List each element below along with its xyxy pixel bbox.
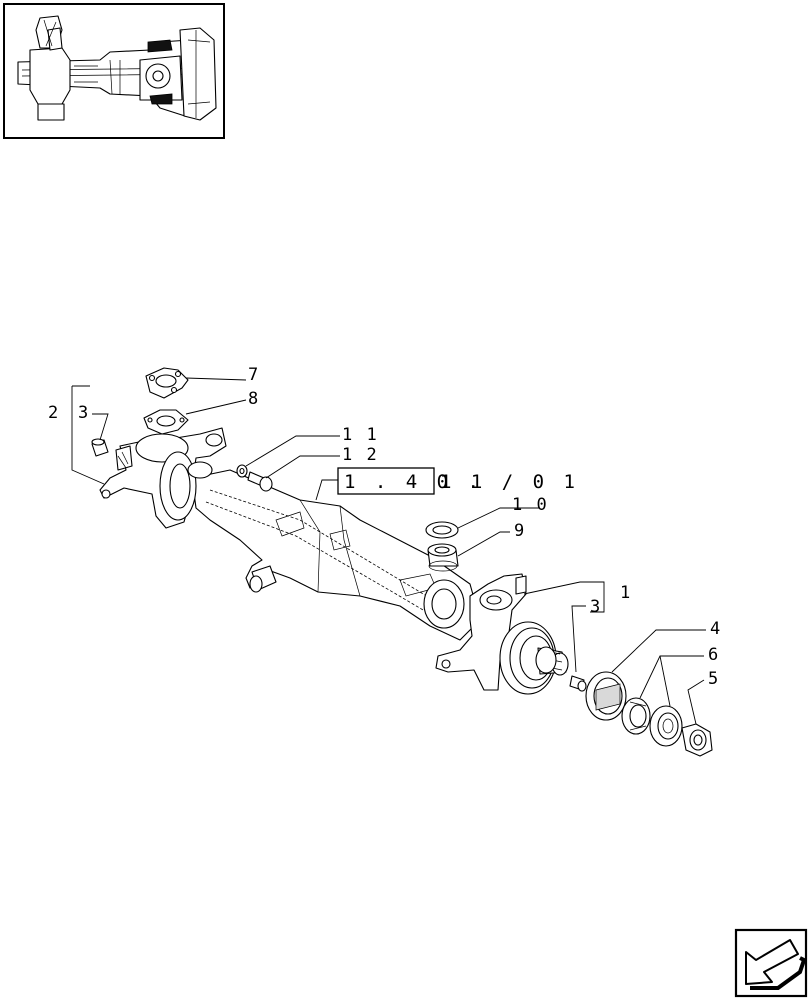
bolt-part-12 — [247, 471, 273, 492]
label-10: 1 0 — [512, 495, 549, 515]
nut-part-5 — [681, 723, 713, 757]
label-3-left: 3 — [78, 403, 90, 423]
axle-overview-thumbnail[interactable] — [3, 3, 225, 139]
bushing-part-9 — [427, 543, 459, 572]
label-12: 1 2 — [342, 445, 379, 465]
label-9: 9 — [514, 521, 526, 541]
right-steering-knuckle — [435, 573, 569, 695]
seal-ring-part-4 — [585, 671, 627, 721]
top-cover-part-7 — [145, 367, 189, 399]
left-steering-knuckle — [99, 427, 227, 529]
label-8: 8 — [248, 389, 260, 409]
label-4: 4 — [710, 619, 722, 639]
label-11: 1 1 — [342, 425, 379, 445]
thumbnail-axle-drawing — [17, 15, 217, 121]
washer-part-11 — [236, 464, 248, 478]
leader-lines — [71, 377, 706, 725]
label-6: 6 — [708, 645, 720, 665]
cross-reference-suffix: 1 1 / 0 1 — [440, 471, 579, 493]
gasket-part-8 — [143, 409, 189, 435]
label-1: 1 — [620, 583, 632, 603]
cross-reference[interactable]: 1 . 4 0 . 1 1 / 0 1 — [337, 467, 579, 495]
label-2: 2 — [48, 403, 60, 423]
label-5: 5 — [708, 669, 720, 689]
bushing-part-3-left — [91, 438, 109, 457]
label-3-right: 3 — [590, 597, 602, 617]
bushing-part-3-right — [569, 675, 587, 692]
label-7: 7 — [248, 365, 260, 385]
seal-part-10 — [425, 521, 459, 539]
axle-beam — [191, 469, 481, 641]
bearing-part-6b — [649, 705, 683, 747]
cross-reference-box-text: 1 . 4 0 . — [344, 471, 483, 493]
next-page-arrow-icon[interactable] — [734, 928, 808, 998]
bearing-part-6a — [621, 697, 651, 735]
